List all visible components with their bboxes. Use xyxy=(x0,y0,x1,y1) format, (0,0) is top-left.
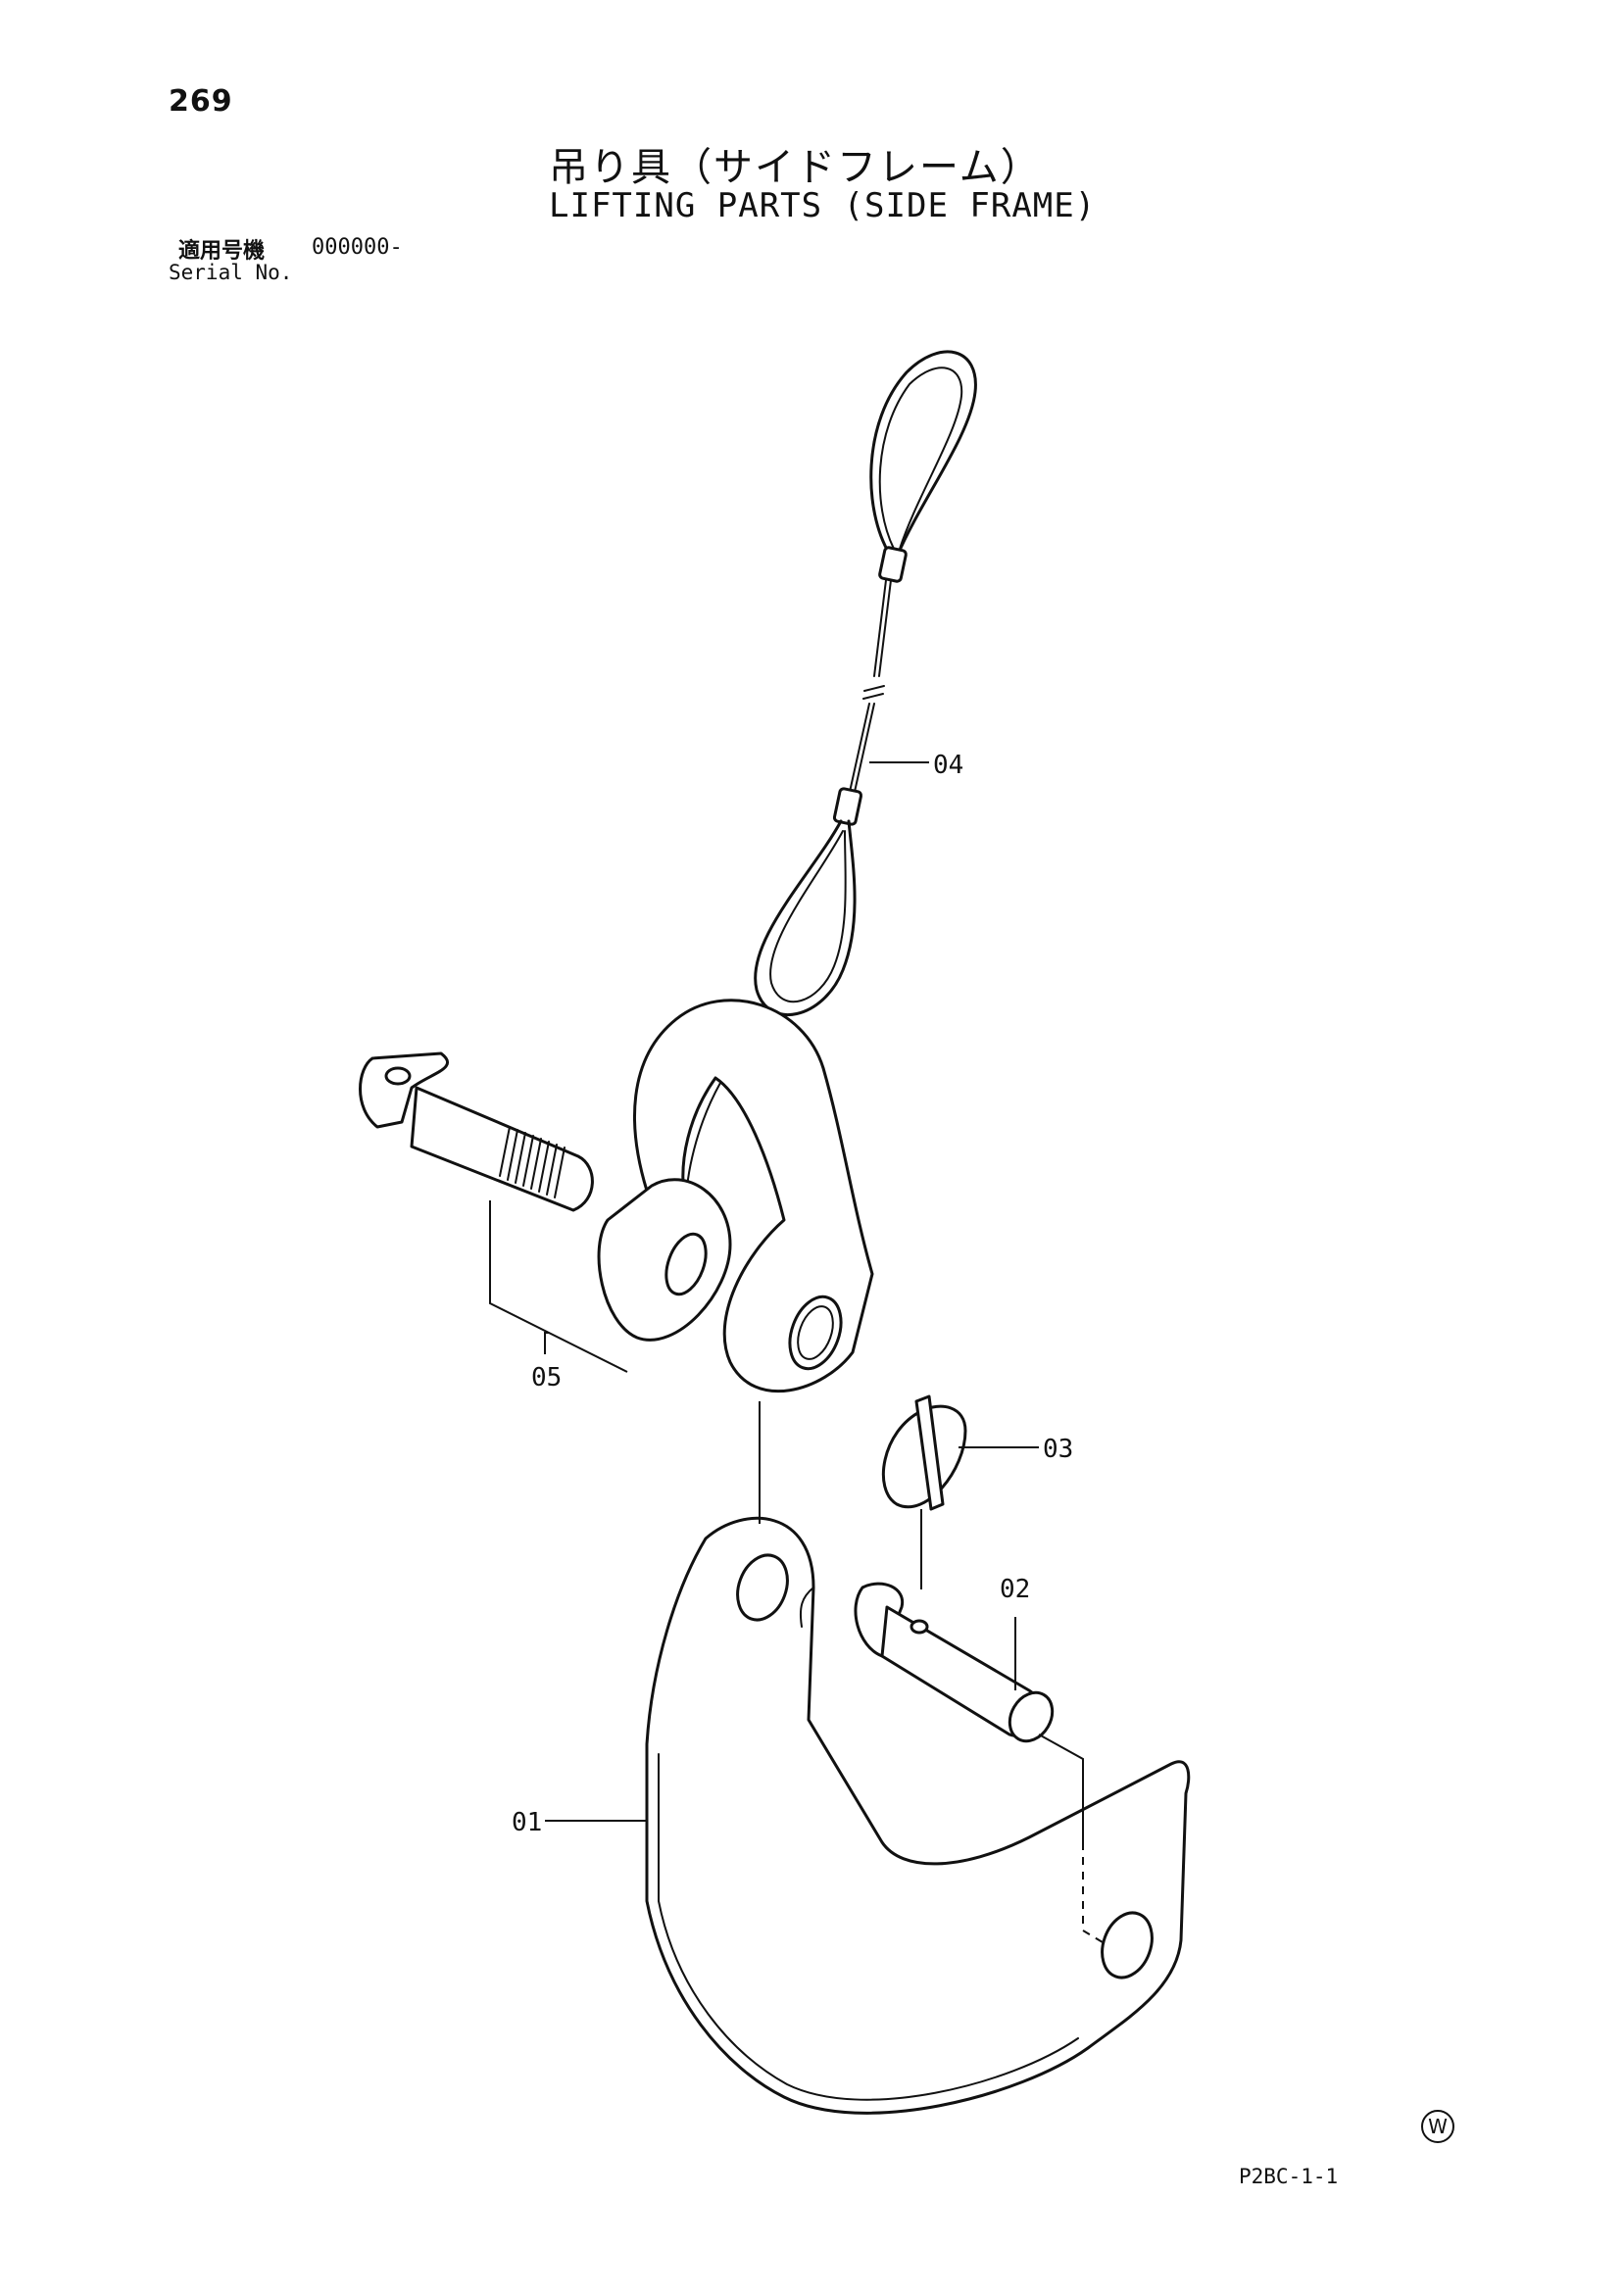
serial-label-jp: 適用号機 xyxy=(178,239,266,264)
page-number: 269 xyxy=(169,84,233,119)
callout-02: 02 xyxy=(1000,1575,1030,1604)
callout-05: 05 xyxy=(531,1363,562,1392)
serial-label-en: Serial No. xyxy=(169,261,293,284)
page-title-en: LIFTING PARTS (SIDE FRAME) xyxy=(549,186,1097,225)
lock-clip-part xyxy=(881,1394,967,1511)
w-mark-icon: W xyxy=(1421,2110,1454,2143)
callout-04: 04 xyxy=(933,751,963,780)
shackle-part xyxy=(359,999,874,1393)
bolt-threads xyxy=(499,1126,566,1198)
hook-plate-part xyxy=(645,1516,1191,2115)
page-title-jp: 吊り具（サイドフレーム） xyxy=(549,145,1042,190)
callout-01: 01 xyxy=(512,1808,542,1837)
leader-lines xyxy=(489,761,1108,1946)
figure-code: P2BC-1-1 xyxy=(1239,2165,1339,2188)
pin-part xyxy=(854,1582,1055,1743)
wire-sling-part xyxy=(754,350,977,1016)
serial-value: 000000- xyxy=(312,235,403,260)
callout-03: 03 xyxy=(1043,1435,1073,1464)
